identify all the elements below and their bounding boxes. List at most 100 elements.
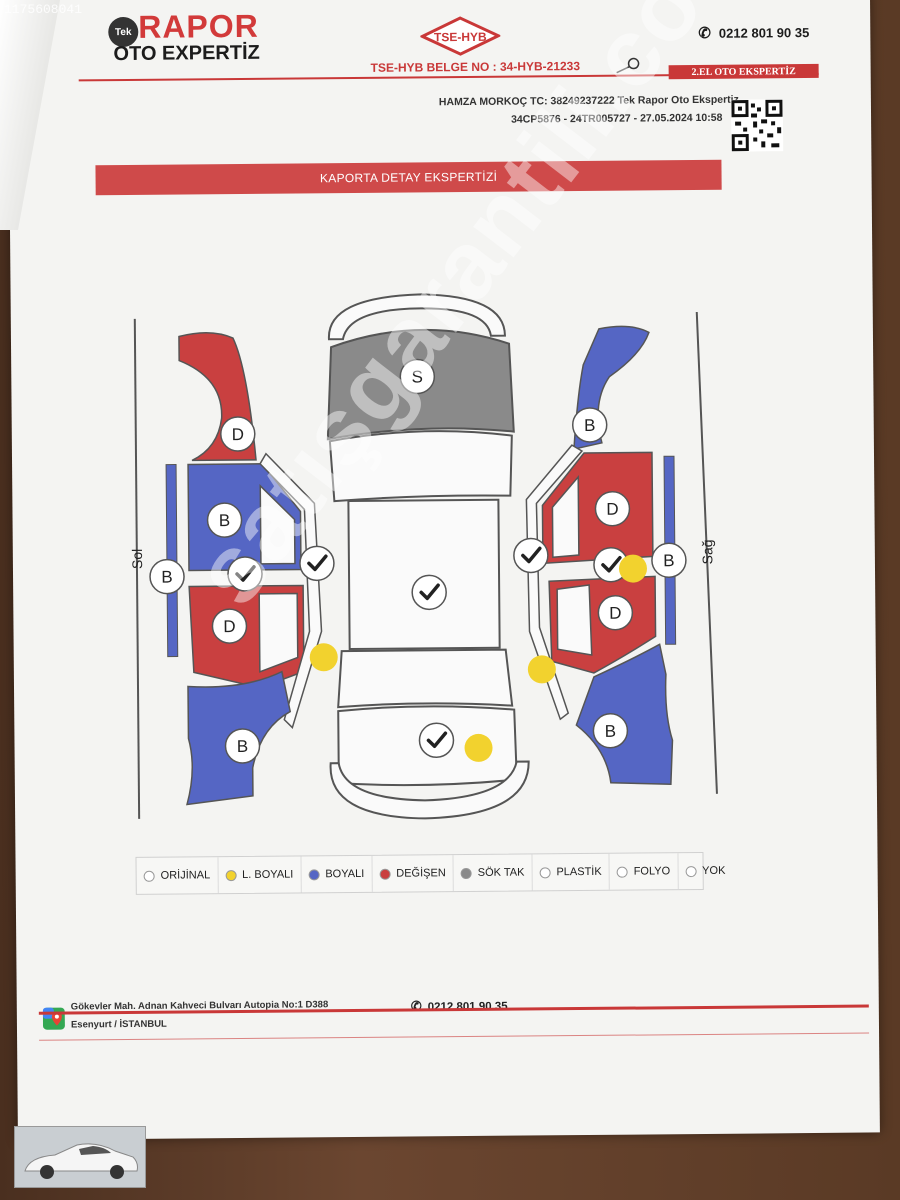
- legend-dot-icon: [308, 868, 320, 880]
- car-thumbnail[interactable]: [14, 1126, 146, 1188]
- windshield-area: [328, 430, 513, 503]
- legend-label: L. BOYALI: [242, 868, 294, 881]
- right-pillar-check: [513, 537, 549, 574]
- part-code-text: B: [605, 722, 617, 741]
- part-code-text: D: [232, 425, 244, 444]
- right-side-label: Sağ: [699, 539, 716, 565]
- check-icon: [601, 555, 622, 573]
- qr-code-icon: [730, 99, 784, 152]
- logo-rapor: RAPOR: [138, 7, 259, 45]
- left-local-paint-dot: [309, 643, 338, 672]
- check-icon: [419, 583, 440, 601]
- check-icon: [235, 565, 256, 582]
- legend-dot-icon: [379, 868, 391, 880]
- part-code-left-rear-door: D: [211, 608, 248, 644]
- part-code-text: B: [219, 511, 231, 530]
- part-code-text: S: [412, 367, 424, 386]
- part-code-text: B: [161, 568, 173, 587]
- tse-belge-number: TSE-HYB BELGE NO : 34-HYB-21233: [370, 59, 581, 75]
- part-code-left-front-door: B: [206, 502, 243, 538]
- left-front-window: [259, 484, 296, 565]
- footer-address-line2: Esenyurt / İSTANBUL: [70, 1018, 167, 1031]
- legend-item: PLASTİK: [532, 853, 610, 891]
- tse-badge-text: TSE-HYB: [434, 30, 487, 44]
- tse-hyb-badge: TSE-HYB: [418, 16, 502, 57]
- ikinci-el-banner: 2.EL OTO EKSPERTİZ: [668, 63, 819, 80]
- legend-label: ORİJİNAL: [160, 869, 211, 882]
- roof-check: [411, 574, 447, 611]
- legend-dot-icon: [685, 865, 697, 877]
- part-code-left-rear-fender: B: [224, 728, 261, 764]
- map-pin-icon: [42, 1006, 65, 1032]
- right-rear-fender: [575, 643, 674, 786]
- legend-item: ORİJİNAL: [136, 857, 219, 894]
- legend-dot-icon: [616, 866, 628, 878]
- right-front-window: [551, 475, 580, 559]
- right-rear-window: [556, 584, 593, 656]
- logo-oto-expertiz: OTO EXPERTİZ: [113, 41, 260, 66]
- part-code-right-front-fender: B: [571, 407, 608, 443]
- part-code-text: D: [609, 604, 621, 623]
- listing-id: 1175608041: [4, 2, 83, 17]
- phone-icon: ✆: [698, 24, 711, 42]
- front-bumper: [327, 293, 506, 341]
- part-code-text: D: [606, 500, 618, 519]
- magnifier-icon: [613, 56, 643, 74]
- rear-bumper: [329, 760, 530, 820]
- part-code-text: D: [223, 617, 235, 636]
- right-door-local-paint-dot: [618, 554, 647, 583]
- check-icon: [307, 554, 328, 572]
- header-phone-number: 0212 801 90 35: [718, 25, 810, 41]
- legend-dot-icon: [225, 869, 237, 881]
- footer-divider-thin: [39, 1032, 870, 1041]
- trunk-local-paint-dot: [464, 733, 493, 762]
- part-code-right-front-door: D: [594, 490, 631, 527]
- part-code-left-sill: B: [149, 558, 185, 595]
- legend-label: SÖK TAK: [477, 866, 525, 879]
- color-legend: ORİJİNAL L. BOYALI BOYALI DEĞİŞEN SÖK TAK PLA…: [135, 851, 725, 895]
- report-plate-info: 34CP5876 - 24TR005727 - 27.05.2024 10:58: [511, 111, 723, 126]
- legend-label: DEĞİŞEN: [396, 867, 446, 880]
- part-code-right-rear-door: D: [597, 594, 634, 631]
- legend-label: FOLYO: [633, 865, 671, 878]
- legend-label: BOYALI: [325, 867, 365, 881]
- legend-label: PLASTİK: [556, 865, 602, 879]
- right-guide-line: [695, 311, 718, 794]
- rear-window-area: [337, 648, 514, 709]
- legend-item: BOYALI: [301, 855, 373, 893]
- left-guide-line: [133, 318, 141, 819]
- legend-item: YOK: [678, 853, 733, 889]
- header-phone: ✆ 0212 801 90 35: [698, 23, 809, 42]
- right-mid-pillar-check: [593, 547, 629, 583]
- left-pillar-check: [299, 545, 335, 582]
- left-mid-pillar-check: [227, 556, 263, 592]
- left-rear-window: [258, 592, 299, 673]
- diagram-markers: S D B B D B B D B D B: [149, 358, 687, 764]
- check-icon: [426, 731, 448, 749]
- expertise-report-page: Tek RAPOR OTO EXPERTİZ TSE-HYB TSE-HYB B…: [8, 0, 880, 1140]
- footer-phone: ✆0212 801 90 35: [411, 998, 508, 1015]
- right-local-paint-dot: [527, 655, 556, 684]
- legend-dot-icon: [460, 867, 472, 879]
- roof-panel: [347, 498, 501, 651]
- part-code-right-rear-fender: B: [592, 713, 629, 749]
- legend-dot-icon: [143, 870, 155, 882]
- legend-item: L. BOYALI: [218, 856, 302, 894]
- left-side-label: Sol: [128, 548, 146, 570]
- part-code-text: B: [584, 416, 596, 435]
- part-code-text: B: [663, 551, 675, 570]
- legend-item: SÖK TAK: [453, 854, 533, 892]
- part-code-left-front-fender: D: [220, 416, 256, 452]
- trunk-check: [418, 722, 455, 759]
- car-body-diagram: S D B B D B B D B D B Sol Sağ: [121, 284, 746, 829]
- check-icon: [521, 546, 542, 564]
- report-owner-info: HAMZA MORKOÇ TC: 38249237222 Tek Rapor O…: [438, 93, 739, 109]
- part-code-right-sill: B: [651, 542, 687, 579]
- legend-label: YOK: [702, 864, 726, 877]
- legend-dot-icon: [539, 866, 551, 878]
- part-code-text: B: [237, 737, 249, 756]
- part-code-roof: S: [399, 358, 436, 395]
- legend-item: FOLYO: [609, 853, 679, 890]
- car-body-svg: S D B B D B B D B D B: [133, 293, 718, 820]
- legend-item: DEĞİŞEN: [372, 855, 454, 892]
